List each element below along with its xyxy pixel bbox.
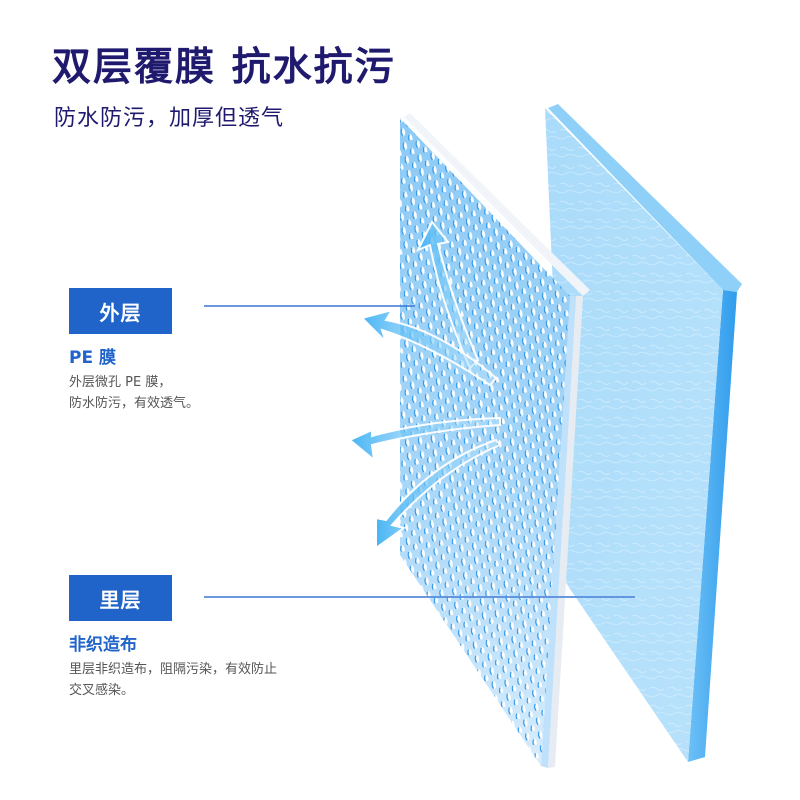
- outer-layer-material: PE 膜: [69, 348, 116, 368]
- outer-desc-line-2: 防水防污，有效透气。: [69, 396, 200, 411]
- inner-desc-line-2: 交叉感染。: [69, 683, 135, 698]
- back-panel-nonwoven: [545, 104, 742, 762]
- outer-desc-line-1: 外层微孔 PE 膜，: [69, 375, 172, 390]
- inner-layer-material: 非织造布: [69, 635, 137, 655]
- inner-layer-description: 里层非织造布，阻隔污染，有效防止 交叉感染。: [69, 659, 277, 701]
- page-subtitle: 防水防污，加厚但透气: [54, 106, 285, 131]
- inner-layer-tag: 里层: [69, 575, 172, 621]
- airflow-arrows: [348, 220, 502, 550]
- outer-layer-tag: 外层: [69, 288, 172, 334]
- page-title: 双层覆膜 抗水抗污: [52, 45, 396, 90]
- outer-layer-description: 外层微孔 PE 膜， 防水防污，有效透气。: [69, 372, 199, 414]
- inner-desc-line-1: 里层非织造布，阻隔污染，有效防止: [69, 662, 278, 677]
